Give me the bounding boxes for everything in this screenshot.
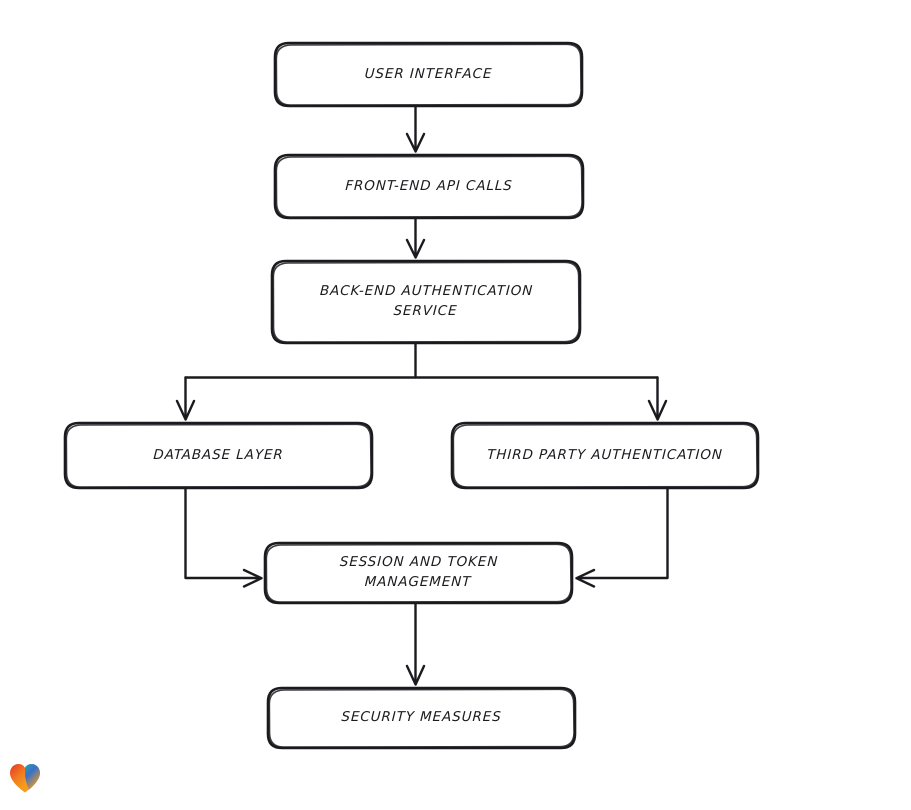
node-back-end-authentication-service[interactable] — [270, 259, 582, 345]
node-third-party-authentication[interactable] — [450, 421, 760, 490]
edge-api-to-backend — [405, 217, 426, 259]
edge-database-to-session — [184, 487, 263, 588]
heart-icon-wrapper — [8, 762, 42, 794]
edge-backend-to-database — [175, 376, 196, 421]
node-session-and-token-management[interactable] — [263, 541, 574, 605]
edge-backend-split-trunk — [184, 342, 659, 379]
node-user-interface[interactable] — [273, 41, 584, 108]
node-database-layer[interactable] — [63, 421, 374, 490]
edge-thirdparty-to-session — [575, 487, 669, 588]
node-front-end-api-calls[interactable] — [273, 153, 585, 220]
heart-icon — [10, 764, 40, 793]
edge-session-to-security — [405, 602, 426, 686]
node-security-measures[interactable] — [266, 686, 577, 750]
edge-backend-to-thirdparty — [647, 376, 668, 421]
edge-ui-to-api — [405, 105, 426, 153]
